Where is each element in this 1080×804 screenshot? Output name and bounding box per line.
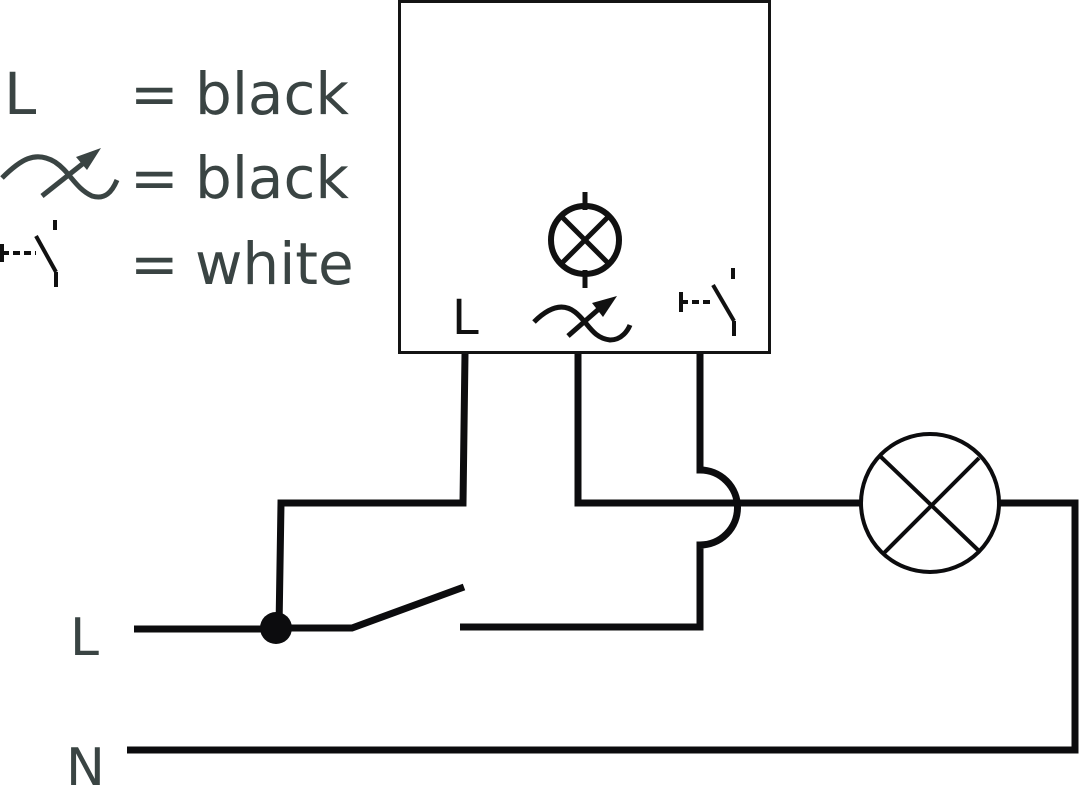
dimmer-output-icon: [532, 296, 633, 343]
legend-equals-1: =: [130, 60, 179, 128]
pushbutton-input-icon: [679, 268, 736, 336]
wire-phase-to-device: [275, 353, 469, 629]
legend-equals-3: =: [130, 230, 179, 298]
pushbutton-input-icon: [0, 220, 58, 287]
lamp-icon: [548, 192, 622, 288]
legend-equals-2: =: [130, 144, 179, 212]
wiring: [127, 353, 1079, 754]
supply-label-L: L: [70, 608, 99, 668]
legend-color-3: white: [195, 230, 354, 298]
wire-pushbutton: [460, 354, 741, 631]
legend-symbol-L: L: [4, 60, 36, 128]
wire-lamp-to-neutral: [127, 499, 1079, 754]
dimmer-output-icon: [0, 148, 120, 200]
terminal-label-L: L: [452, 290, 479, 346]
legend: L = black = black = white: [0, 60, 354, 298]
load-lamp-icon: [859, 432, 1001, 574]
supply-label-N: N: [66, 738, 105, 798]
legend-color-2: black: [195, 144, 349, 212]
wire-dimmer-output: [574, 354, 861, 507]
pushbutton-switch: [276, 583, 466, 632]
legend-color-1: black: [195, 60, 349, 128]
junction-dot: [260, 612, 292, 644]
dimmer-device: L: [398, 0, 771, 354]
